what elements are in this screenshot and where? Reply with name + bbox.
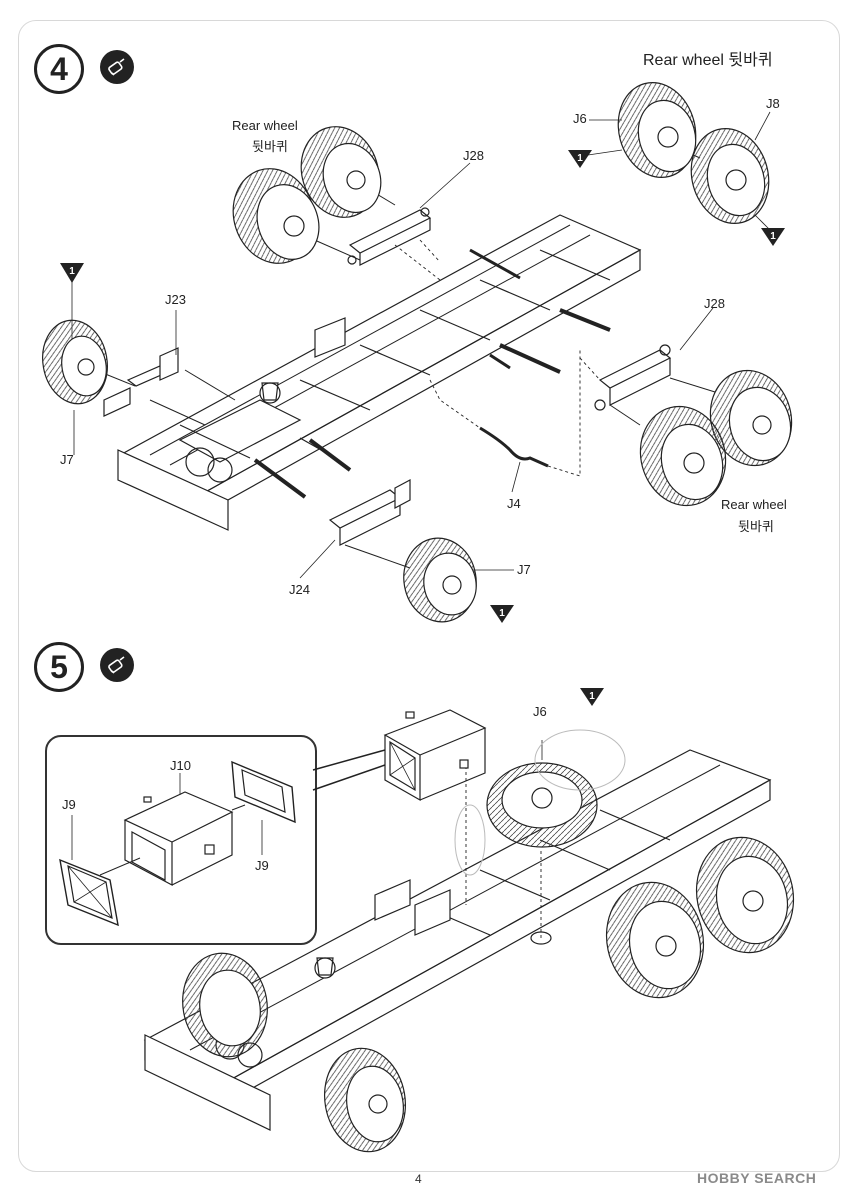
part-label-j24: J24: [289, 582, 310, 597]
step-5-number: 5: [34, 642, 84, 692]
rear-wheel-heading: Rear wheel 뒷바퀴: [643, 52, 773, 69]
inset-j9-left-lid: [59, 815, 119, 927]
spare-wheel-j6: [486, 740, 598, 848]
j24-bracket: [328, 479, 411, 546]
j28-right-bracket: [579, 344, 672, 411]
marker-number: 1: [499, 608, 505, 619]
wheel-rear-top-right-pair: [617, 82, 770, 224]
part-label-j9-right: J9: [255, 858, 269, 873]
wheel-step5-front-right: [323, 1047, 407, 1153]
marker-triangle-1: [60, 150, 785, 706]
rear-wheel-right-label-kr: 뒷바퀴: [738, 519, 774, 534]
part-label-j9-left: J9: [62, 797, 76, 812]
inset-j10-box: [99, 773, 246, 886]
part-label-j6-spare: J6: [533, 704, 547, 719]
step-4-number: 4: [34, 44, 84, 94]
part-label-j7-bottom: J7: [517, 562, 531, 577]
glue-tube-icon: [100, 50, 134, 84]
page-frame: [18, 20, 840, 1172]
inset-j9-right-lid: [231, 760, 296, 855]
wheel-front-bottom: [403, 537, 477, 623]
rear-wheel-left-label-en: Rear wheel: [232, 118, 298, 133]
part-label-j23: J23: [165, 292, 186, 307]
rear-wheel-left-label-kr: 뒷바퀴: [252, 139, 288, 154]
part-label-j10: J10: [170, 758, 191, 773]
wheel-rear-right-pair: [639, 369, 793, 507]
marker-number: 1: [589, 691, 595, 702]
part-label-j28-top: J28: [463, 148, 484, 163]
page-number: 4: [415, 1172, 422, 1186]
wheel-step5-rear-1: [605, 881, 705, 999]
part-label-j8: J8: [766, 96, 780, 111]
wheel-step5-front-left: [182, 952, 268, 1058]
step4-chassis: [117, 214, 642, 531]
marker-number: 1: [577, 153, 583, 164]
marker-number: 1: [770, 231, 776, 242]
marker-number: 1: [69, 266, 75, 277]
toolbox-assembled: [383, 709, 487, 802]
part-label-j7-left: J7: [60, 452, 74, 467]
glue-tube-icon: [100, 648, 134, 682]
wheel-front-left: [42, 319, 108, 405]
wheel-step5-rear-2: [695, 836, 795, 954]
j23-bracket: [103, 347, 179, 417]
part-label-j6: J6: [573, 111, 587, 126]
step5-chassis: [143, 749, 772, 1131]
part-label-j28-right: J28: [704, 296, 725, 311]
j28-top-bracket: [347, 207, 441, 281]
part-label-j4: J4: [507, 496, 521, 511]
watermark: HOBBY SEARCH: [697, 1170, 817, 1186]
rear-wheel-right-label-en: Rear wheel: [721, 497, 787, 512]
wheel-rear-left-pair: [232, 126, 382, 264]
